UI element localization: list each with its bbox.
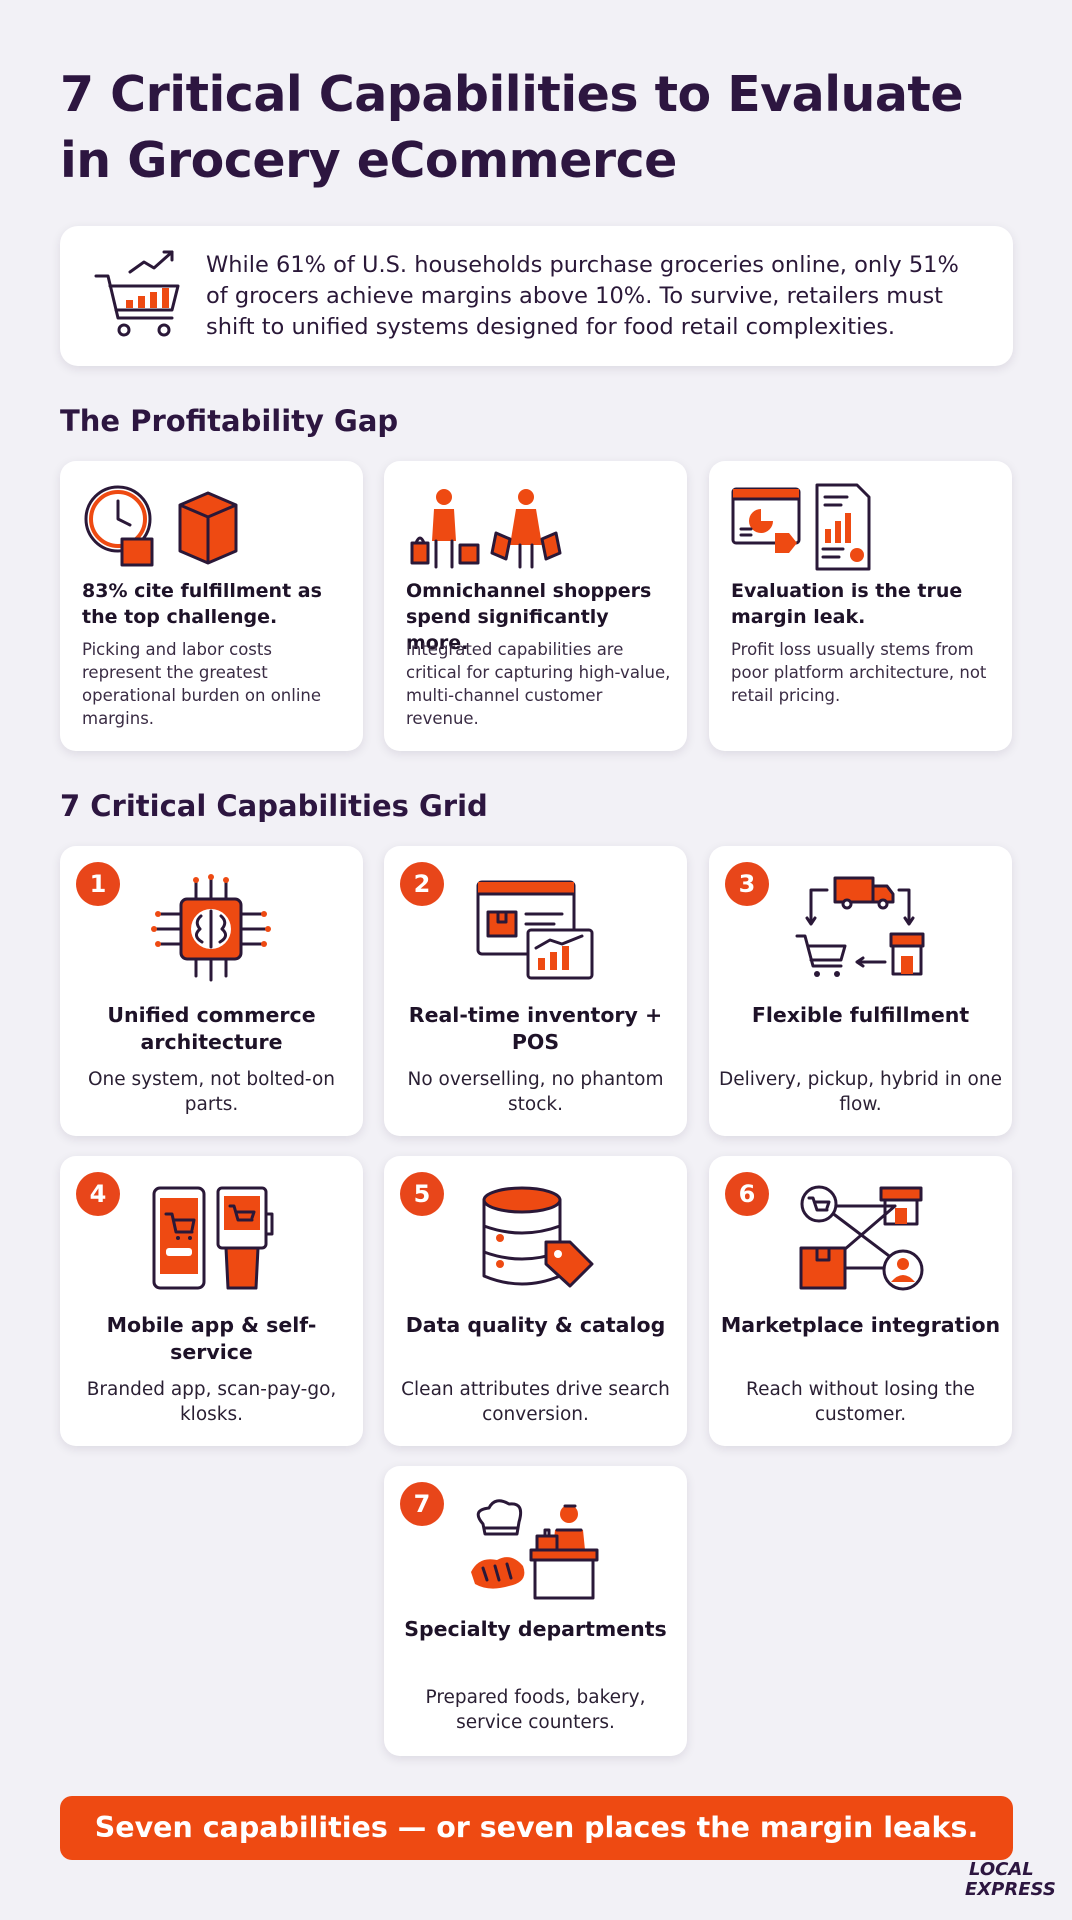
capability-body: Branded app, scan-pay-go, klosks. xyxy=(86,1379,337,1425)
capability-title: Mobile app & self-service xyxy=(106,1313,317,1364)
capability-card-2: 2 Real-time inventory + POS No overselli… xyxy=(384,846,687,1136)
clock-box-icon xyxy=(84,485,238,567)
capability-body: No overselling, no phantom stock. xyxy=(407,1069,664,1115)
intro-text: While 61% of U.S. households purchase gr… xyxy=(206,251,959,340)
capability-title: Flexible fulfillment xyxy=(751,1003,970,1027)
logo-line-1: LOCAL xyxy=(969,1859,1034,1880)
capability-title: Data quality & catalog xyxy=(405,1313,666,1337)
capability-title: Real-time inventory + POS xyxy=(408,1003,663,1054)
gap-card-title: Omnichannel shoppers spend significantly… xyxy=(406,580,652,654)
profitability-gap-heading: The Profitability Gap xyxy=(60,404,399,438)
cart-growth-icon xyxy=(94,250,180,337)
gap-card-body: Picking and labor costs represent the gr… xyxy=(82,640,322,728)
capability-number: 7 xyxy=(400,1482,444,1526)
capability-title: Marketplace integration xyxy=(720,1313,1001,1337)
gap-card-title: Evaluation is the true margin leak. xyxy=(731,580,963,628)
page-title: 7 Critical Capabilities to Evaluate in G… xyxy=(60,66,964,189)
mobile-kiosk-icon xyxy=(152,1186,274,1290)
gap-card-body: Profit loss usually stems from poor plat… xyxy=(731,640,987,705)
database-tag-icon xyxy=(482,1186,594,1288)
gap-card-title: 83% cite fulfillment as the top challeng… xyxy=(82,580,322,628)
capability-number: 6 xyxy=(725,1172,769,1216)
capability-number: 4 xyxy=(76,1172,120,1216)
gap-card-body: Integrated capabilities are critical for… xyxy=(406,640,671,728)
capability-number: 1 xyxy=(76,862,120,906)
capability-card-6: 6 Marketplace integration Reach without … xyxy=(709,1156,1012,1446)
capability-title: Specialty departments xyxy=(404,1617,667,1641)
capability-card-7: 7 Specialty departments Prepared foods, … xyxy=(384,1466,687,1756)
intro-card: While 61% of U.S. households purchase gr… xyxy=(60,226,1013,366)
capability-card-1: 1 Unified commerce architecture One syst… xyxy=(60,846,363,1136)
marketplace-network-icon xyxy=(799,1185,924,1291)
chef-counter-icon xyxy=(471,1498,599,1600)
capability-card-4: 4 Mobile app & self-service Branded app,… xyxy=(60,1156,363,1446)
closing-banner: Seven capabilities — or seven places the… xyxy=(60,1796,1013,1860)
capability-number: 5 xyxy=(400,1172,444,1216)
capability-body: One system, not bolted-on parts. xyxy=(87,1069,335,1115)
capability-number: 3 xyxy=(725,862,769,906)
capability-card-5: 5 Data quality & catalog Clean attribute… xyxy=(384,1156,687,1446)
gap-card-omnichannel: Omnichannel shoppers spend significantly… xyxy=(384,461,687,751)
capability-number: 2 xyxy=(400,862,444,906)
capability-title: Unified commerce architecture xyxy=(107,1003,316,1054)
capability-body: Delivery, pickup, hybrid in one flow. xyxy=(719,1069,1002,1115)
inventory-dashboard-icon xyxy=(476,880,594,980)
logo-line-2: EXPRESS xyxy=(965,1879,1056,1900)
gap-card-fulfillment: 83% cite fulfillment as the top challeng… xyxy=(60,461,363,751)
capability-body: Clean attributes drive search conversion… xyxy=(401,1379,670,1425)
brain-chip-icon xyxy=(151,874,271,982)
capability-card-3: 3 Flexible fulfillment Delivery, pickup,… xyxy=(709,846,1012,1136)
local-express-logo: LOCAL EXPRESS xyxy=(965,1858,1056,1902)
reports-icon xyxy=(731,483,871,571)
shoppers-icon xyxy=(410,489,562,569)
capability-body: Reach without losing the customer. xyxy=(746,1379,975,1425)
capabilities-grid-heading: 7 Critical Capabilities Grid xyxy=(60,789,488,823)
fulfillment-cycle-icon xyxy=(795,876,925,977)
capability-body: Prepared foods, bakery, service counters… xyxy=(425,1687,646,1733)
gap-card-evaluation: Evaluation is the true margin leak. Prof… xyxy=(709,461,1012,751)
